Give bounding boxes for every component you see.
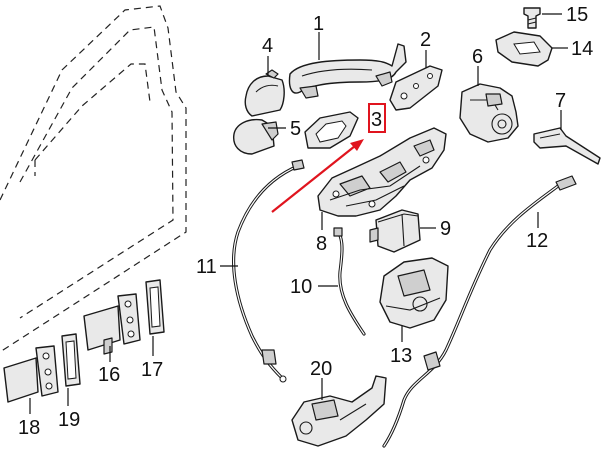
callout-12: 12 [526,230,548,252]
mounting-screw [523,7,541,29]
callout-16: 16 [98,364,120,386]
callout-2: 2 [420,29,431,51]
callout-labels: 1 2 3 4 5 6 7 8 9 10 11 12 13 14 15 16 1… [18,4,593,439]
lock-cylinder-cap [244,69,285,117]
leader-lines [29,13,568,414]
callout-3-highlight-box [368,103,386,133]
door-latch-assembly [317,127,447,217]
callout-1: 1 [313,13,324,35]
callout-11: 11 [196,256,217,278]
release-lever [533,127,601,165]
callout-4: 4 [262,35,273,57]
callout-3: 3 [371,109,382,131]
handle-gasket [304,111,359,149]
actuator-bracket [495,31,553,67]
callout-10: 10 [290,276,312,298]
lower-hinge [3,345,59,403]
upper-hinge-gasket [145,279,165,335]
lock-control-module [369,209,421,253]
callout-7: 7 [555,90,566,112]
callout-9: 9 [440,218,451,240]
callout-5: 5 [290,118,301,140]
callout-15: 15 [566,4,588,26]
lower-hinge-gasket [61,333,81,387]
callout-17: 17 [141,359,163,381]
callout-18: 18 [18,417,40,439]
door-check-strap [291,375,387,447]
lock-actuator [459,83,519,143]
upper-hinge [83,293,141,355]
callout-13: 13 [390,345,412,367]
handle-bracket-plate [389,65,443,111]
door-latch [379,257,449,329]
cylinder-housing [233,118,279,155]
callout-8: 8 [316,233,327,255]
door-shell-outline [0,5,187,353]
callout-20: 20 [310,358,332,380]
outside-door-handle [288,43,407,99]
connecting-rod [333,227,366,336]
callout-14: 14 [571,38,593,60]
outside-release-cable [382,175,577,448]
inside-release-cable [232,159,305,383]
callout-19: 19 [58,409,80,431]
highlight-arrow [271,139,364,213]
callout-6: 6 [472,46,483,68]
